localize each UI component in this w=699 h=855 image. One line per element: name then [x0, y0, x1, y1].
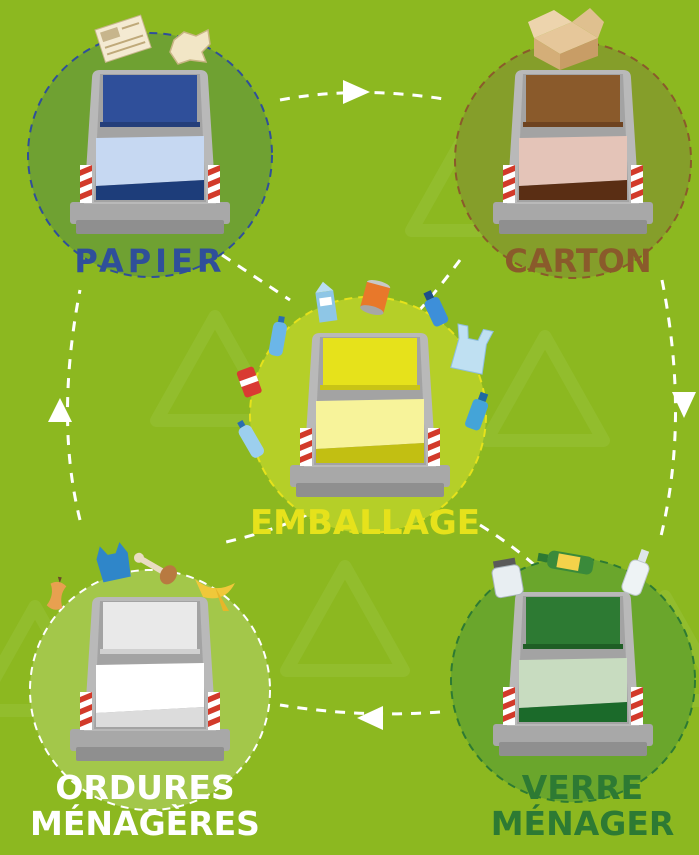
emballage-bin	[290, 333, 450, 497]
jar-icon	[490, 557, 524, 598]
papier-label: PAPIER	[60, 245, 240, 277]
ordures-bin	[70, 597, 230, 761]
soda-can-icon	[236, 366, 262, 398]
ordures-label-line2: MÉNAGÈRES	[20, 806, 270, 842]
carton-label: CARTON	[488, 245, 668, 277]
apple-core-icon	[46, 576, 67, 611]
ordures-label-line1: ORDURES	[20, 770, 270, 806]
arrow-left-icon	[357, 706, 383, 730]
verre-label-line1: VERRE	[470, 770, 695, 806]
emballage-label: EMBALLAGE	[230, 506, 500, 540]
verre-label: VERRE MÉNAGER	[470, 770, 695, 841]
verre-label-line2: MÉNAGER	[470, 806, 695, 842]
plastic-bag-blue-icon	[94, 541, 133, 583]
crumpled-paper-icon	[170, 30, 210, 64]
plastic-bag-icon	[449, 324, 493, 375]
arrow-right-icon	[343, 80, 370, 104]
papier-bin	[70, 70, 230, 234]
carton-bin	[493, 70, 653, 234]
ordures-label: ORDURES MÉNAGÈRES	[20, 770, 270, 841]
verre-bin	[493, 592, 653, 756]
